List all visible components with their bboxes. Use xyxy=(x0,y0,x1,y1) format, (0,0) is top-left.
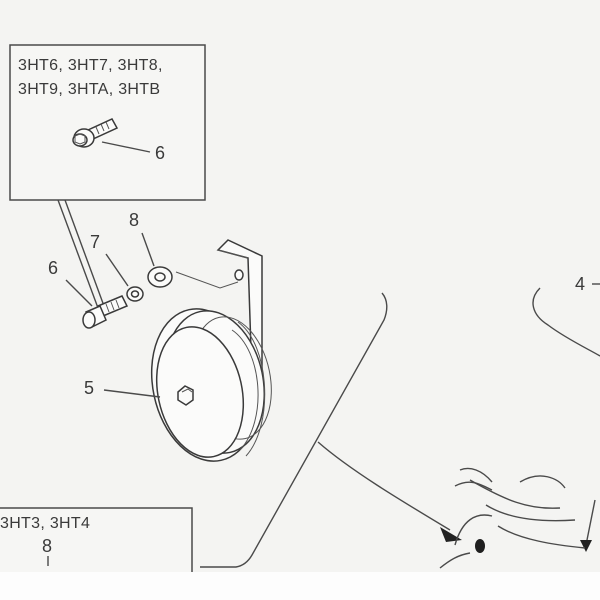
callout-8: 8 xyxy=(129,210,139,230)
page-edge xyxy=(0,572,600,600)
callout-6: 6 xyxy=(48,258,58,278)
lock-washer-7-drawing xyxy=(126,286,144,302)
callout-5: 5 xyxy=(84,378,94,398)
vehicle-frame-sketch xyxy=(439,467,586,569)
callout-4: 4 xyxy=(575,274,585,294)
variant-box-top: 3HT6, 3HT7, 3HT8, 3HT9, 3HTA, 3HTB 6 xyxy=(9,44,206,201)
variant-box-bottom-line1: 3HT3, 3HT4 xyxy=(0,515,90,532)
flange-bolt-drawing xyxy=(72,118,119,148)
variant-box-bottom-line2: 8 xyxy=(42,536,52,556)
callout-7: 7 xyxy=(90,232,100,252)
callout-6-box: 6 xyxy=(155,143,165,163)
horn-5-drawing xyxy=(150,308,272,462)
variant-box-top-line2: 3HT9, 3HTA, 3HTB xyxy=(18,81,160,98)
variant-box-top-line1: 3HT6, 3HT7, 3HT8, xyxy=(18,57,163,74)
detail-frame-right: 4 xyxy=(532,274,600,552)
washer-8-drawing xyxy=(147,266,173,288)
bolt-6-drawing xyxy=(82,295,129,329)
